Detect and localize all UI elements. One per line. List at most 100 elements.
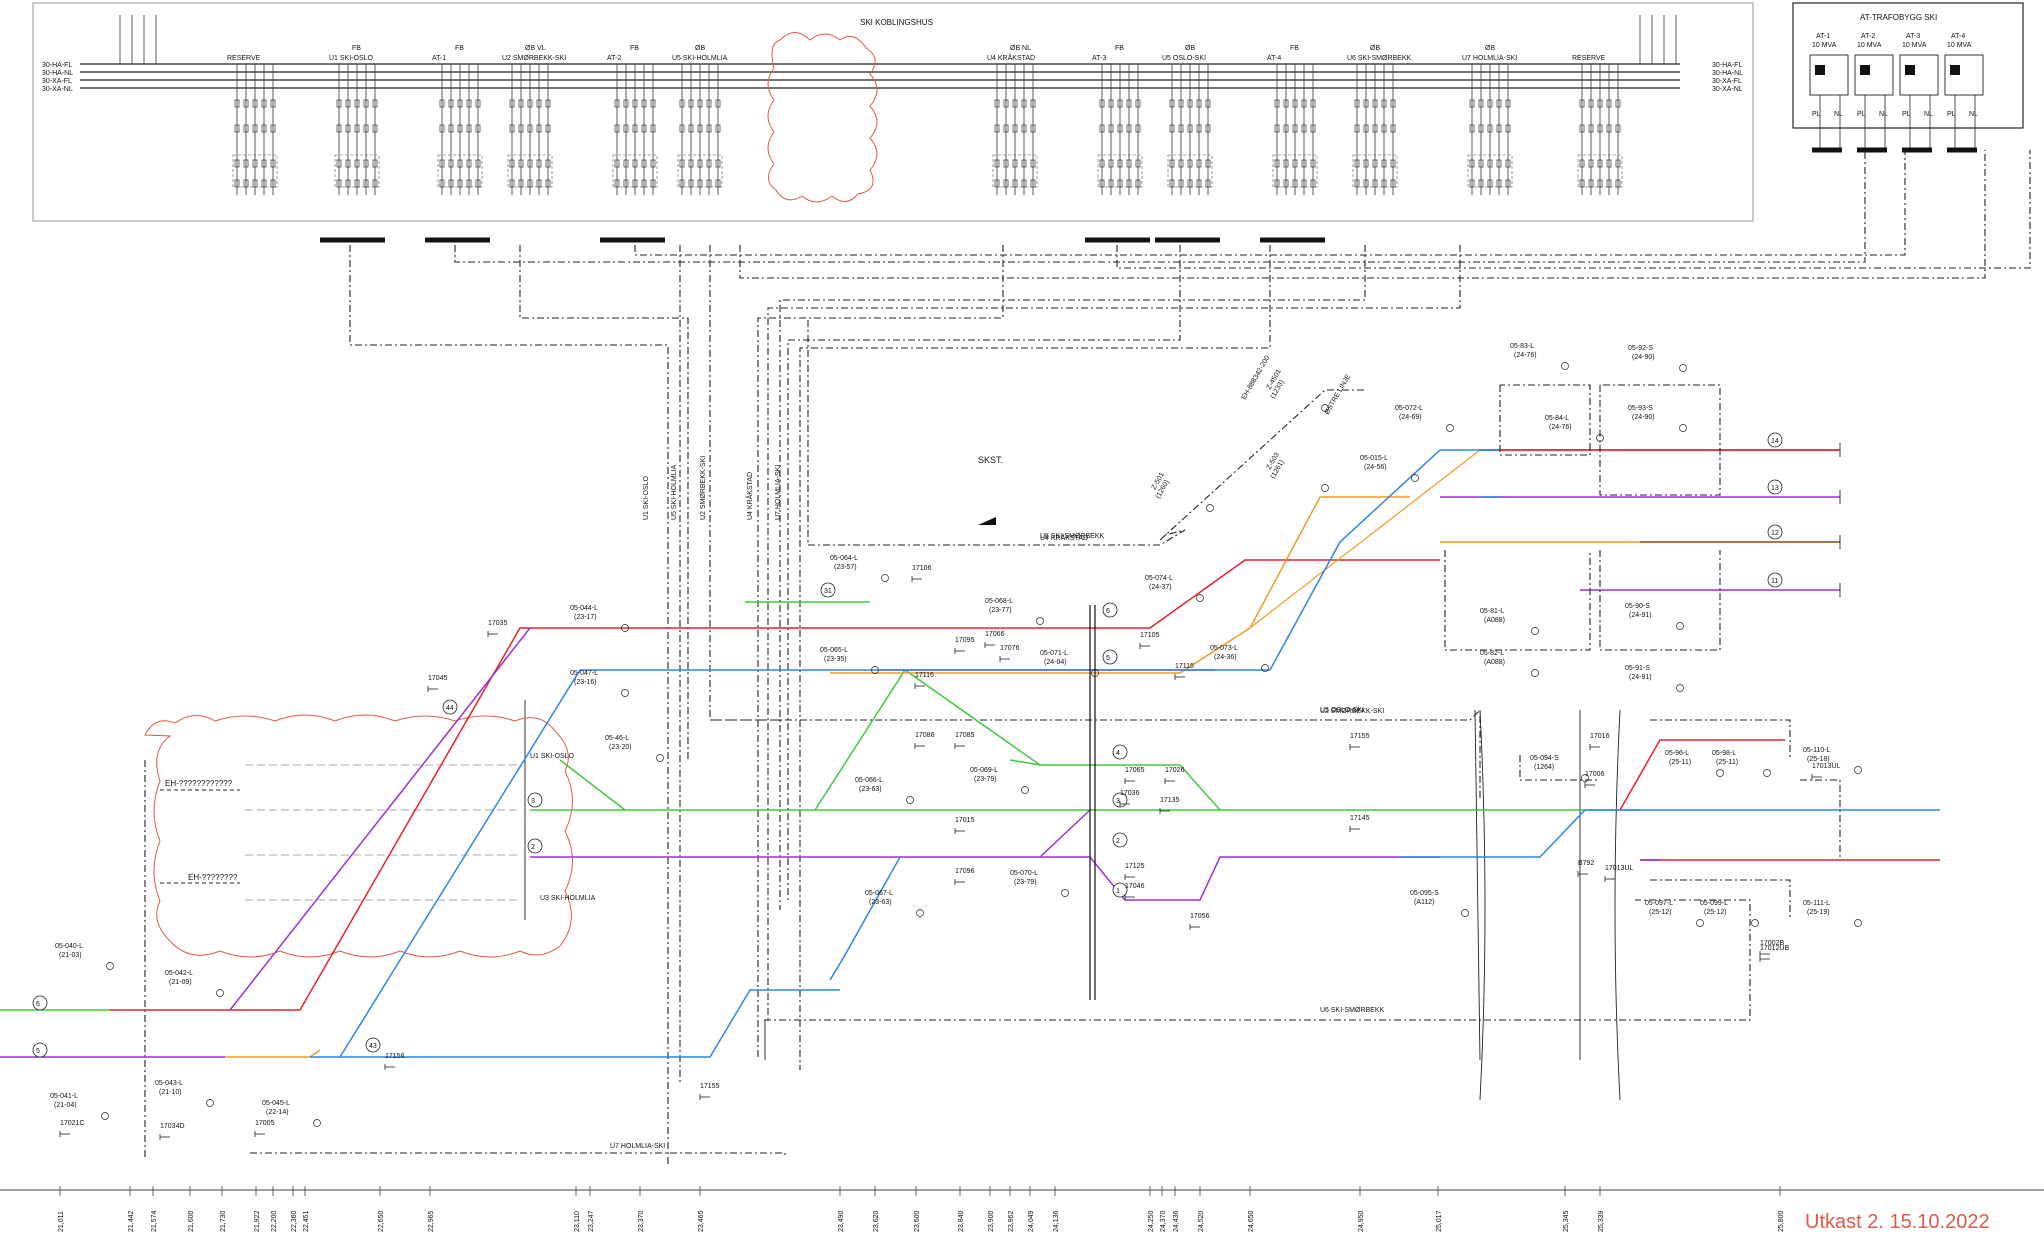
feeder-type: ØB	[695, 45, 705, 52]
at-nl: NL	[1969, 111, 1978, 118]
switch-label: Z-4501(1233)	[1266, 368, 1329, 412]
track-number: 5	[1102, 649, 1118, 665]
track-number: 6	[32, 995, 48, 1011]
feeder-name: U2 SMØRBEKK-SKI	[502, 55, 566, 62]
switch-label: 05-072-L(24-69)	[1395, 405, 1454, 432]
signal-id: 17066	[985, 631, 1005, 638]
track-number-text: 6	[1106, 608, 1110, 615]
switch-ref: (21-03)	[59, 952, 82, 959]
switch-label: 05-81-L(A088)	[1480, 608, 1539, 635]
signal-id: 17155	[700, 1083, 720, 1090]
signal: 17035	[487, 620, 508, 637]
switch-label: 05-044-L(23-17)	[570, 605, 629, 632]
at-pl: PL	[1812, 111, 1821, 118]
signal-id: 17056	[1190, 913, 1210, 920]
track-orange	[225, 1049, 321, 1058]
switch-id: 05-96-L	[1665, 750, 1689, 757]
track-orange-north	[1249, 449, 1481, 629]
switch-label: 05-110-L(25-18)	[1803, 747, 1862, 774]
platform-marker	[1089, 605, 1096, 1000]
signal: 17034D	[159, 1123, 185, 1140]
signal: 17076	[999, 645, 1020, 662]
switch-ref: (1264)	[1534, 764, 1554, 771]
feeder-name: AT-2	[607, 55, 621, 62]
switch-ref: (24-69)	[1399, 414, 1422, 421]
switch-label: 05-071-L(24-04)	[1040, 650, 1099, 677]
signal: 17016	[1589, 733, 1610, 750]
ruler-label: 23,370	[638, 1210, 645, 1232]
skst-label: SKST.	[978, 455, 1003, 465]
switch-ref: (24-36)	[1214, 654, 1237, 661]
at-pl: PL	[1857, 111, 1866, 118]
switch-id: 05-069-L	[970, 767, 998, 774]
switch-id: 05-045-L	[262, 1100, 290, 1107]
switch-label: 05-065-L(23-35)	[820, 647, 879, 674]
switch-ref: (21-04)	[54, 1102, 77, 1109]
signal-id: 17065	[1125, 767, 1145, 774]
switch-id: 05-84-L	[1545, 415, 1569, 422]
track-number: 14	[1767, 432, 1783, 448]
track-blue	[310, 989, 840, 1058]
switch-id: 05-92-S	[1628, 345, 1653, 352]
route-label: U1 SKI-OSLO	[643, 475, 650, 520]
ruler-label: 24,250	[1148, 1210, 1155, 1232]
route-label: U6 SKI-SMØRBEKK	[1320, 1007, 1385, 1014]
track-number-text: 3	[531, 798, 535, 805]
ruler-label: 24,136	[1053, 1210, 1060, 1232]
switch-id: 05-064-L	[830, 555, 858, 562]
feeder-type: FB	[352, 45, 361, 52]
ruler-label: 24,370	[1160, 1210, 1167, 1232]
switch-label: 05-83-L(24-76)	[1510, 343, 1569, 370]
at-pl: PL	[1902, 111, 1911, 118]
route-label: U4 KRÅKSTAD	[1040, 533, 1088, 542]
feeder-name: AT-1	[432, 55, 446, 62]
switch-id: 05-040-L	[55, 943, 83, 950]
switch-id: 05-042-L	[165, 970, 193, 977]
switch-ref: (25-11)	[1716, 759, 1738, 766]
station-label: SKI KOBLINGSHUS	[860, 18, 933, 27]
track-green-div3	[1009, 759, 1041, 766]
signal-id: 17085	[955, 732, 975, 739]
signal: B792	[1577, 860, 1594, 877]
route-label: U5 SKI-HOLMLIA	[671, 464, 678, 520]
switch-ref: (23-63)	[869, 899, 892, 906]
switch-label: 05-82-L(A088)	[1480, 650, 1539, 677]
ruler-label: 22,360	[291, 1210, 298, 1232]
signal: 17096	[954, 868, 975, 885]
switch-label: Z-503(1261)	[1266, 452, 1329, 492]
track-green-div	[559, 759, 626, 811]
track-number-text: 1	[1116, 888, 1120, 895]
ruler-label: 25,800	[1778, 1210, 1785, 1232]
at-unit-rating: 10 MVA	[1857, 42, 1882, 49]
switch-label: 05-069-L (23-79)	[970, 767, 1029, 794]
switch-ref: (24-76)	[1514, 352, 1537, 359]
ruler-label: 24,520	[1198, 1210, 1205, 1232]
switch-id: 05-46-L	[605, 735, 629, 742]
feeder-type: FB	[455, 45, 464, 52]
switch-ref: (24-04)	[1044, 659, 1067, 666]
switch-id: 05-094-S	[1530, 755, 1559, 762]
track-blue-diag	[339, 449, 1500, 1058]
signal: 17135	[1159, 797, 1180, 814]
switch-label: 05-047-L(23-16)	[570, 670, 629, 697]
track-number-text: 14	[1771, 438, 1779, 445]
signal-id: 17156	[385, 1053, 405, 1060]
signal: 17065	[1124, 767, 1145, 784]
ruler-label: 23,900	[988, 1210, 995, 1232]
ruler-label: 23,247	[588, 1210, 595, 1232]
ruler-label: 22,650	[378, 1210, 385, 1232]
switch-ref: (23-79)	[974, 776, 997, 783]
switch-label: 05-043-L(21-10)	[155, 1080, 214, 1107]
switch-id: 05-067-L	[865, 890, 893, 897]
ruler-label: 23,110	[574, 1211, 581, 1232]
ruler-label: 25,017	[1436, 1210, 1443, 1232]
signal: 17115	[1174, 663, 1194, 680]
signal: 17013UL	[1811, 763, 1841, 780]
switch-label: 05-91-S(24-91)	[1625, 665, 1684, 692]
feeder-type: ØB	[1370, 45, 1380, 52]
switch-ref: (24-76)	[1549, 424, 1572, 431]
route-label: U3 SKI-HOLMLIA	[540, 895, 596, 902]
signal-id: 17005	[255, 1120, 275, 1127]
